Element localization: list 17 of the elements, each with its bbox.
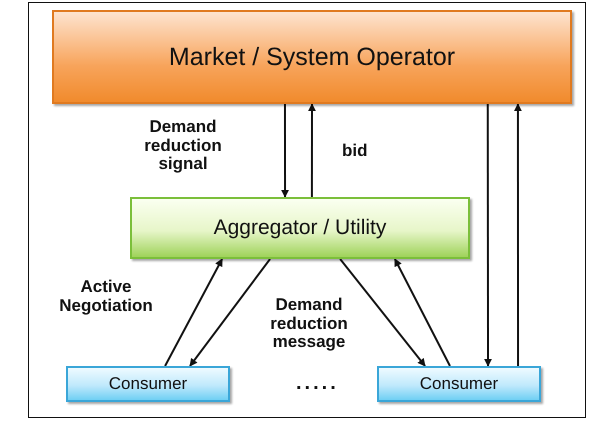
arrow bbox=[339, 258, 426, 367]
arrow bbox=[281, 104, 290, 198]
process-box bbox=[130, 197, 470, 259]
arrow bbox=[164, 258, 224, 366]
ellipsis-text: ..... bbox=[296, 372, 339, 395]
box-label: Consumer bbox=[108, 374, 188, 394]
box-label: Consumer bbox=[420, 374, 498, 394]
arrow bbox=[189, 258, 271, 367]
arrow bbox=[484, 104, 492, 367]
arrow bbox=[394, 258, 451, 366]
process-box bbox=[377, 366, 541, 402]
box-label: Market / System Operator bbox=[168, 42, 456, 72]
arrow bbox=[308, 103, 316, 197]
arrow bbox=[514, 103, 522, 366]
process-box bbox=[66, 366, 230, 402]
process-box bbox=[52, 10, 572, 104]
box-label: Aggregator / Utility bbox=[214, 215, 386, 241]
